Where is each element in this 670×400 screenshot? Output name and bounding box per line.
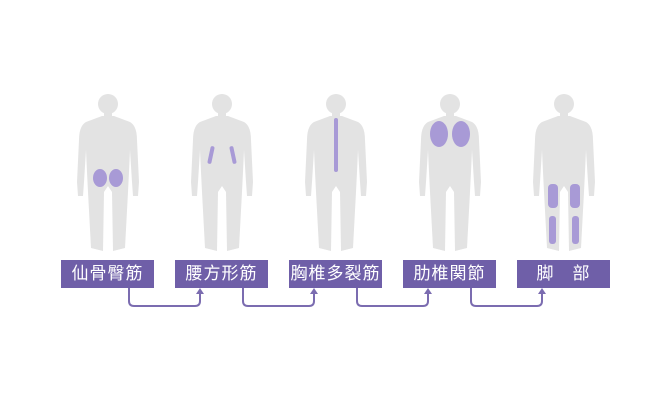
highlight-lumbar xyxy=(207,146,237,164)
arrow-head-icon xyxy=(538,288,546,294)
connector-arrow xyxy=(470,288,543,307)
highlight-upper-back xyxy=(430,121,470,147)
connector-arrow xyxy=(128,288,201,307)
step-label-1: 仙骨臀筋 xyxy=(61,260,154,288)
highlight-spine xyxy=(334,118,338,172)
step-label-3: 胸椎多裂筋 xyxy=(289,260,382,288)
step-label-2: 腰方形筋 xyxy=(175,260,268,288)
body-silhouette xyxy=(77,116,139,251)
highlight-glutes xyxy=(93,169,123,187)
arrow-head-icon xyxy=(310,288,318,294)
highlight-legs xyxy=(548,184,580,244)
body-silhouette xyxy=(419,116,481,251)
step-label-4: 肋椎関節 xyxy=(403,260,496,288)
body-silhouette xyxy=(305,116,367,251)
body-figure xyxy=(191,94,253,251)
body-figure xyxy=(419,94,481,251)
body-figure xyxy=(305,94,367,251)
step-label-5: 脚 部 xyxy=(517,260,610,288)
body-figure xyxy=(77,94,139,251)
arrow-head-icon xyxy=(196,288,204,294)
head xyxy=(98,94,118,114)
head xyxy=(326,94,346,114)
body-silhouette xyxy=(191,116,253,251)
head xyxy=(554,94,574,114)
connector-arrow xyxy=(242,288,315,307)
arrow-head-icon xyxy=(424,288,432,294)
head xyxy=(440,94,460,114)
head xyxy=(212,94,232,114)
body-figure xyxy=(533,94,595,251)
body-silhouette xyxy=(533,116,595,251)
connector-arrow xyxy=(356,288,429,307)
